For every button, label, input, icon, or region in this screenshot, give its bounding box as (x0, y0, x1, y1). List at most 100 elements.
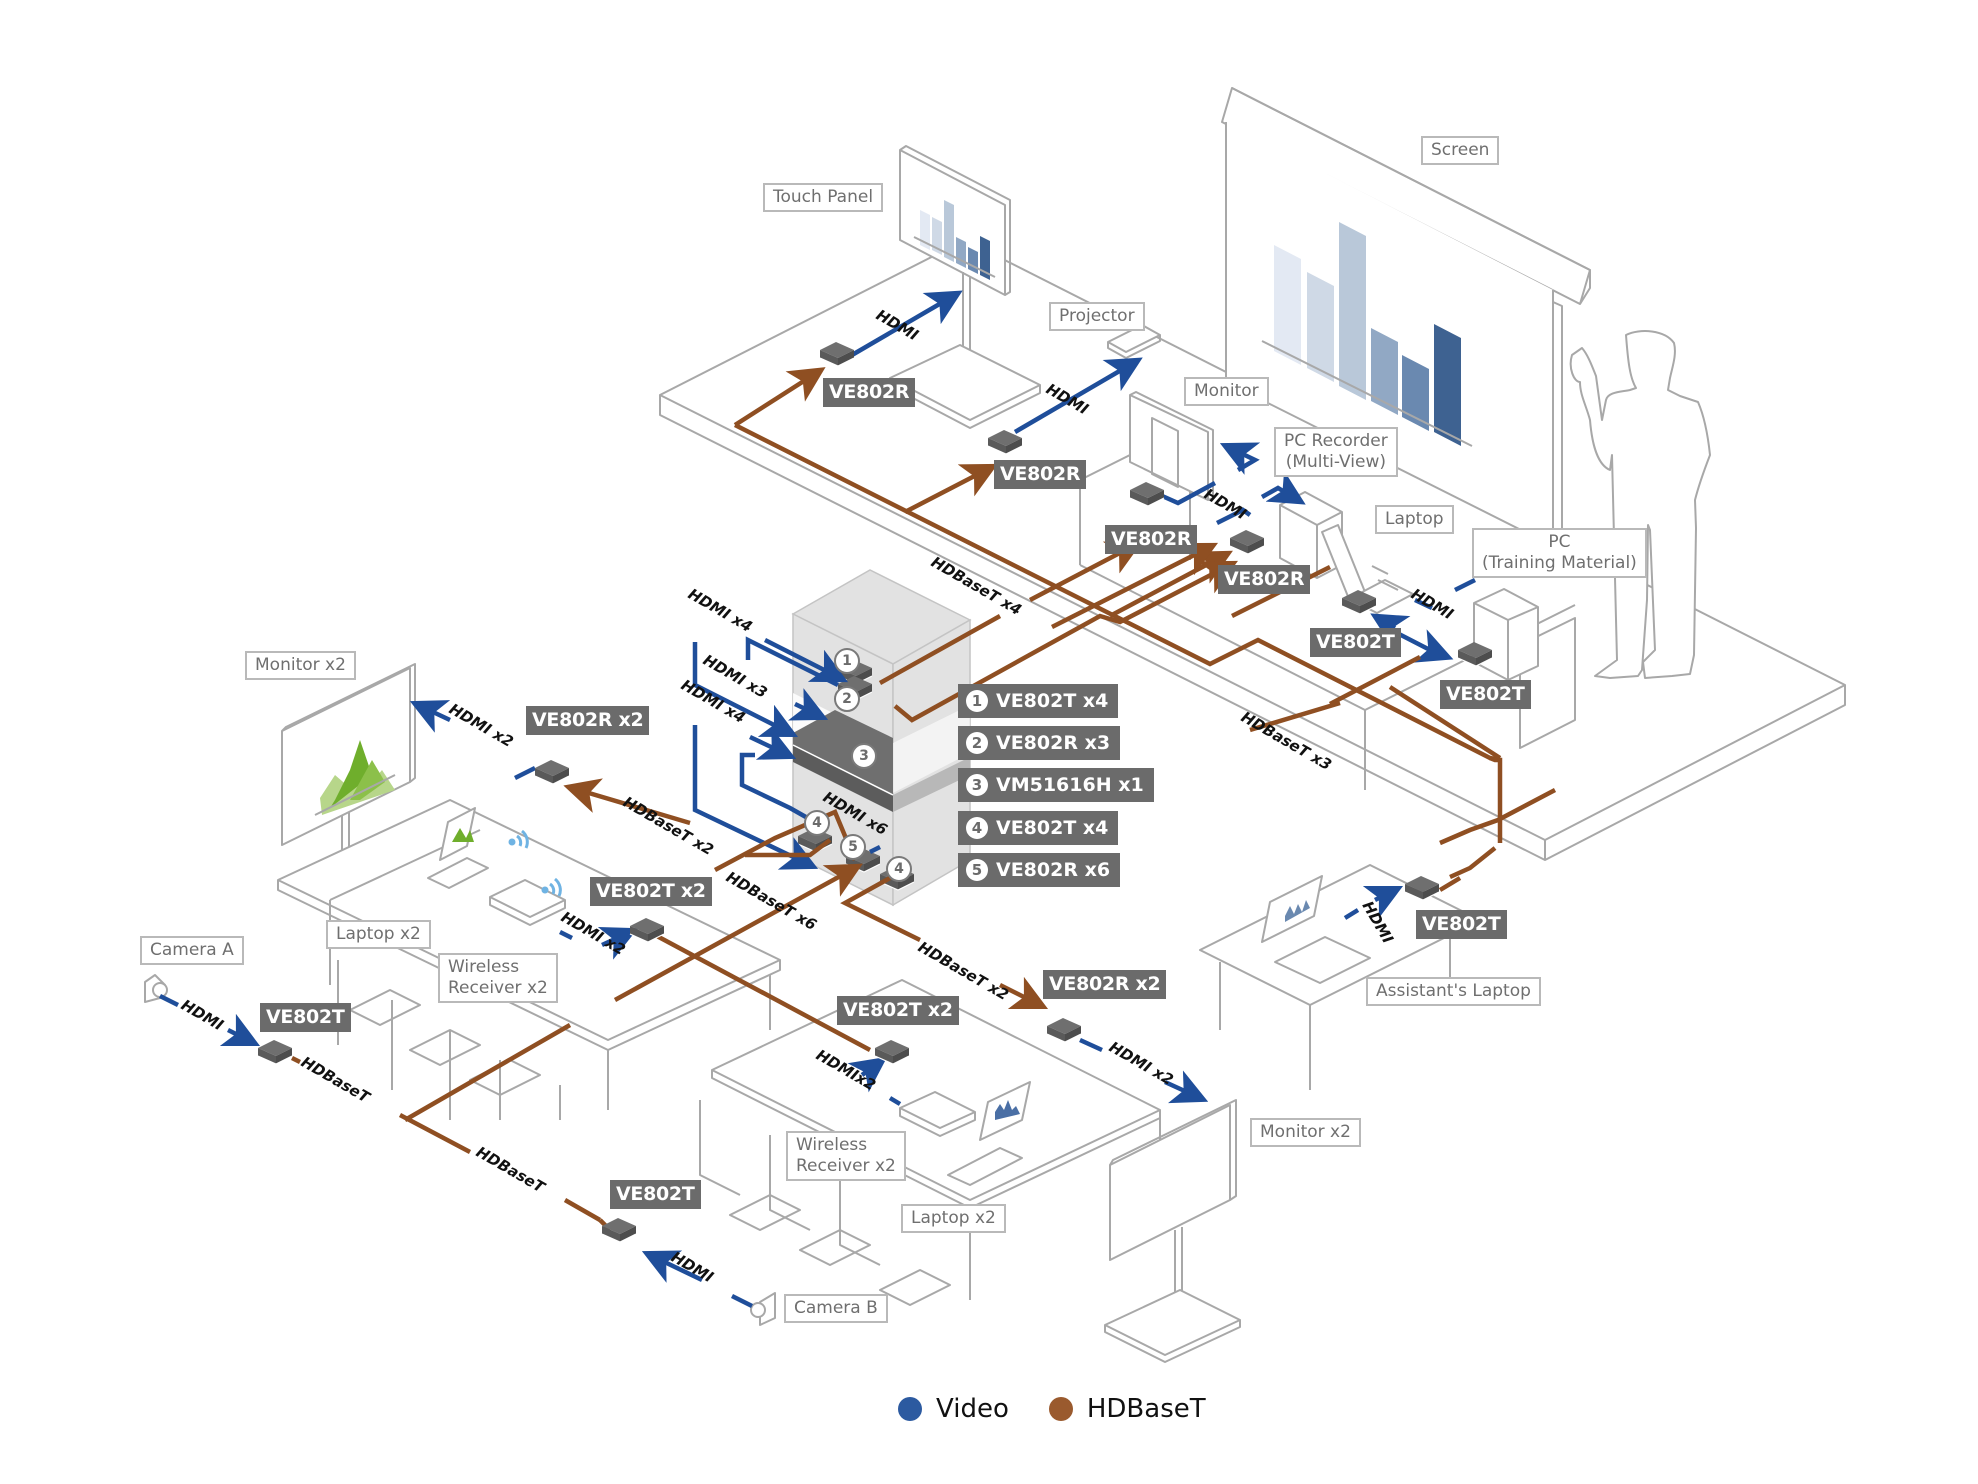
device-tag: VE802T (1416, 910, 1507, 939)
key-label: VE802R x3 (996, 732, 1111, 754)
cable-label: HDMI (178, 996, 227, 1035)
cable-hdmi-touch (850, 290, 963, 357)
label-line: PC Recorder (1284, 431, 1388, 451)
cable-hdbaset-assistant (1438, 876, 1462, 892)
rack-number-1: 1 (834, 648, 860, 674)
label-camera-a: Camera A (140, 936, 244, 965)
key-number: 1 (966, 690, 988, 712)
hdbaset-dot-icon (1048, 1397, 1073, 1421)
label-monitor-right: Monitor x2 (1250, 1118, 1361, 1147)
right-monitor (1104, 1099, 1241, 1363)
key-number: 2 (966, 732, 988, 754)
wifi-icon (508, 829, 529, 849)
pc-training-tower (1473, 588, 1539, 681)
cable-label: HDBaseT x6 (723, 868, 820, 934)
cable-hdmi-x2-left-wireless (558, 929, 574, 941)
cable-hdmi-x2-left-monitor (513, 765, 537, 781)
device-tag: VE802T (260, 1003, 351, 1032)
label-line: (Multi-View) (1285, 452, 1387, 472)
key-label: VE802R x6 (996, 859, 1111, 881)
rack-key-item: 2 VE802R x3 (958, 726, 1121, 760)
rack-key-item: 3 VM51616H x1 (958, 768, 1154, 802)
rack-key-item: 4 VE802T x4 (958, 811, 1119, 845)
label-laptop: Laptop (1375, 505, 1454, 534)
cable-label: HDBaseT x2 (620, 793, 717, 859)
device-tag: VE802T (1310, 628, 1401, 657)
cable-hdmi-camera-b (650, 1255, 754, 1309)
label-wireless-left: Wireless Receiver x2 (438, 953, 558, 1003)
device-tag: VE802R x2 (526, 706, 650, 735)
key-label: VE802T x4 (996, 690, 1109, 712)
rack-key-item: 5 VE802R x6 (958, 853, 1121, 887)
device-tag: VE802R (994, 460, 1087, 489)
cable-hdmi-assistant (1343, 890, 1395, 918)
cable-hdmi-pc-a (1414, 577, 1477, 611)
cable-label: HDMI (668, 1248, 717, 1287)
touch-panel (889, 145, 1041, 429)
left-monitor (281, 663, 416, 865)
label-screen: Screen (1421, 136, 1500, 165)
rack-number-2: 2 (834, 686, 860, 712)
device-tag: VE802R (1105, 525, 1198, 554)
label-monitor: Monitor (1184, 377, 1269, 406)
rack-number-3: 3 (851, 743, 877, 769)
legend-item-video: Video (898, 1394, 1009, 1424)
label-monitor-left: Monitor x2 (245, 651, 356, 680)
cable-hdmi-x4-a (692, 642, 799, 738)
label-line: (Training Material) (1482, 553, 1637, 573)
rack-number-5: 5 (840, 834, 866, 860)
cable-hdbaset-x2-right (840, 876, 1040, 1005)
label-line: Receiver x2 (448, 978, 548, 998)
cable-hdmi-x2-right-monitor (1079, 1037, 1200, 1098)
presenter-figure (1569, 330, 1711, 679)
video-cables (158, 290, 1477, 1309)
device-tag: VE802T (1440, 680, 1531, 709)
device-right-monitor-rx (1046, 1017, 1082, 1043)
label-wireless-bottom: Wireless Receiver x2 (786, 1131, 906, 1181)
label-assistant-laptop: Assistant's Laptop (1366, 977, 1541, 1006)
cable-hdmi-x3 (787, 688, 829, 721)
equipment-rack (791, 569, 972, 907)
device-left-monitor-rx (534, 759, 570, 785)
key-number: 4 (966, 817, 988, 839)
device-tag: VE802R x2 (1043, 970, 1167, 999)
device-tag: VE802T (610, 1180, 701, 1209)
cable-label: HDBaseT (473, 1143, 549, 1197)
label-projector: Projector (1049, 302, 1145, 331)
label-camera-b: Camera B (784, 1294, 888, 1323)
legend-label: Video (936, 1394, 1009, 1424)
device-camera-a-tx (257, 1039, 293, 1065)
assistant-laptop (1261, 875, 1371, 984)
label-laptop-bottom: Laptop x2 (901, 1204, 1006, 1233)
cable-label: HDBaseT (298, 1053, 374, 1107)
device-camera-b-tx (601, 1217, 637, 1243)
rack-key-item: 1 VE802T x4 (958, 684, 1119, 718)
cable-hdmi-x4-b (692, 725, 819, 870)
label-laptop-left: Laptop x2 (326, 920, 431, 949)
cable-hdbaset-camera (290, 1055, 602, 1222)
legend-label: HDBaseT (1086, 1394, 1206, 1424)
label-line: Wireless (796, 1135, 868, 1155)
legend-item-hdbaset: HDBaseT (1048, 1394, 1206, 1424)
label-pc-recorder: PC Recorder (Multi-View) (1274, 427, 1398, 477)
label-touch-panel: Touch Panel (763, 183, 884, 212)
key-label: VE802T x4 (996, 817, 1109, 839)
key-number: 5 (966, 859, 988, 881)
bottom-laptop (947, 1081, 1031, 1186)
camera-a (144, 974, 168, 1003)
rack-number-4: 4 (804, 810, 830, 836)
video-dot-icon (898, 1397, 922, 1421)
screen-bar-chart (1261, 222, 1473, 447)
cable-label: HDMI x2 (446, 700, 516, 751)
cable-hdmi-projector (1013, 357, 1143, 434)
label-line: Wireless (448, 957, 520, 977)
left-wireless-receiver (489, 879, 566, 926)
cable-hdbaset-x6 (403, 868, 855, 1122)
label-pc-training: PC (Training Material) (1472, 528, 1647, 578)
cable-hdmi-recorder-b (1215, 488, 1298, 523)
label-line: PC (1548, 532, 1571, 552)
key-label: VM51616H x1 (996, 774, 1144, 796)
bottom-wireless-receiver (899, 1091, 976, 1137)
wifi-icon (541, 877, 562, 897)
